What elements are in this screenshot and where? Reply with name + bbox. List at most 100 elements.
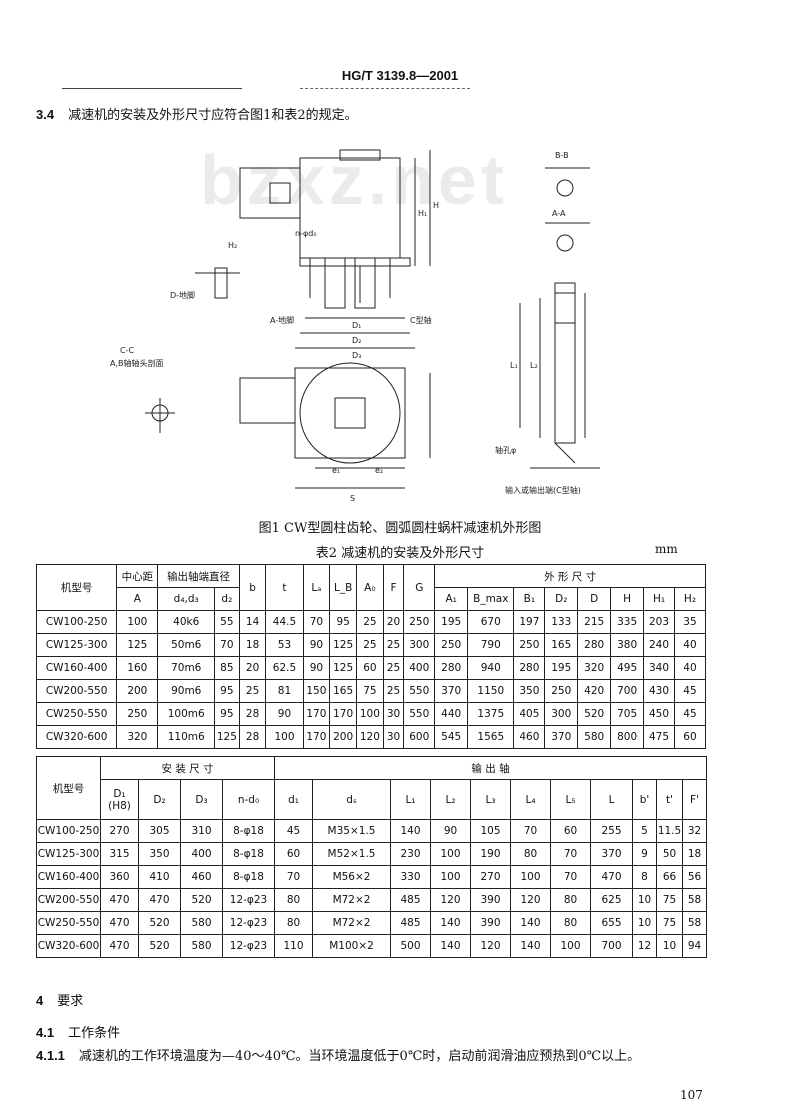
th-d2o: D₂ [544,587,579,611]
table-cell: 81 [265,679,304,703]
table-cell: 80 [274,911,314,935]
table-cell: 300 [403,633,436,657]
table-cell: 45 [673,679,707,703]
table-cell: 120 [470,934,512,958]
th-bmax: B_max [467,587,515,611]
table-cell: 315 [100,842,139,866]
table-cell: 58 [682,888,708,912]
table-cell: 370 [544,725,579,749]
table-cell: 80 [510,842,552,866]
table-cell: M72×2 [312,888,392,912]
table-cell: 5 [632,819,658,843]
table-cell: 250 [434,633,469,657]
table-cell: 40 [673,633,707,657]
th-model: 机型号 [35,564,118,611]
table-cell: 85 [214,656,240,680]
th-b: b [238,564,267,611]
table-cell: 125 [329,656,357,680]
table-cell: 320 [577,656,612,680]
th2-d2: D₂ [138,779,181,820]
table-cell: 305 [138,819,181,843]
th2-model: 机型号 [36,756,101,820]
table-cell: 400 [180,842,223,866]
table-cell: 70 [214,633,240,657]
table-cell: 470 [138,888,181,912]
table-cell: 165 [329,679,357,703]
table-cell: 120 [356,725,384,749]
table-cell: 410 [138,865,181,889]
table-cell: 12 [632,934,658,958]
table-cell: 40 [673,656,707,680]
table-cell: 133 [544,610,579,634]
table-cell: CW125-300 [36,842,101,866]
th-b1: B₁ [513,587,546,611]
table-cell: 30 [382,702,405,726]
table-cell: 470 [100,911,139,935]
label-a-bolt: A-地脚 [270,315,294,325]
table-cell: 60 [673,725,707,749]
table-cell: 90m6 [157,679,216,703]
table-unit: mm [655,542,678,556]
table-cell: 580 [577,725,612,749]
table-cell: CW200-550 [35,679,118,703]
th-center-a: A [116,587,159,611]
table-cell: 90 [302,656,331,680]
label-aa: A-A [552,209,566,218]
table-cell: 405 [513,702,546,726]
table-cell: 197 [513,610,546,634]
table-cell: 520 [138,911,181,935]
table-cell: 1375 [467,702,515,726]
table-cell: 25 [356,610,384,634]
label-d3: D₃ [352,351,361,360]
gearbox-body [299,157,401,259]
table-cell: 450 [643,702,675,726]
th-shaft: 输出轴端直径 [157,564,240,588]
th-d4d3: d₄,d₃ [157,587,216,611]
table-cell: 100 [116,610,159,634]
table-cell: 100 [265,725,304,749]
table-cell: 80 [274,888,314,912]
label-d2: D₂ [352,336,361,345]
table-cell: 25 [382,633,405,657]
th2-ds: dₛ [312,779,392,820]
table-cell: 8-φ18 [221,865,276,889]
label-bb: B-B [555,151,569,160]
table-cell: 66 [656,865,684,889]
watermark: bzxz.net [200,141,509,219]
table-cell: 203 [643,610,675,634]
table-cell: 58 [682,911,708,935]
table-cell: 140 [510,911,552,935]
table-cell: 55 [214,610,240,634]
th2-l: L [590,779,634,820]
table-cell: 125 [329,633,357,657]
clause-number: 3.4 [36,107,55,122]
table-cell: 20 [382,610,405,634]
table-cell: CW100-250 [36,819,101,843]
th-a0: A₀ [356,564,384,611]
table-cell: 200 [116,679,159,703]
th2-d3: D₃ [180,779,223,820]
th-lb: L_B [329,564,357,611]
table-cell: 70 [550,865,592,889]
table-cell: 70 [550,842,592,866]
clause-text: 减速机的安装及外形尺寸应符合图1和表2的规定。 [68,108,358,123]
table-cell: 280 [577,633,612,657]
table-cell: 545 [434,725,469,749]
th2-l3: L₃ [470,779,512,820]
table-cell: 35 [673,610,707,634]
table-cell: 520 [180,888,223,912]
label-d1: D₁ [352,321,361,330]
table-cell: 100 [510,865,552,889]
table-cell: CW125-300 [35,633,118,657]
reducer-outline-drawing: B-B A-A C-C A,B轴轴头剖面 D-地脚 A-地脚 C型轴 n-φd₀… [110,149,600,503]
section-4-title: 要求 [57,994,84,1009]
table-cell: 430 [643,679,675,703]
